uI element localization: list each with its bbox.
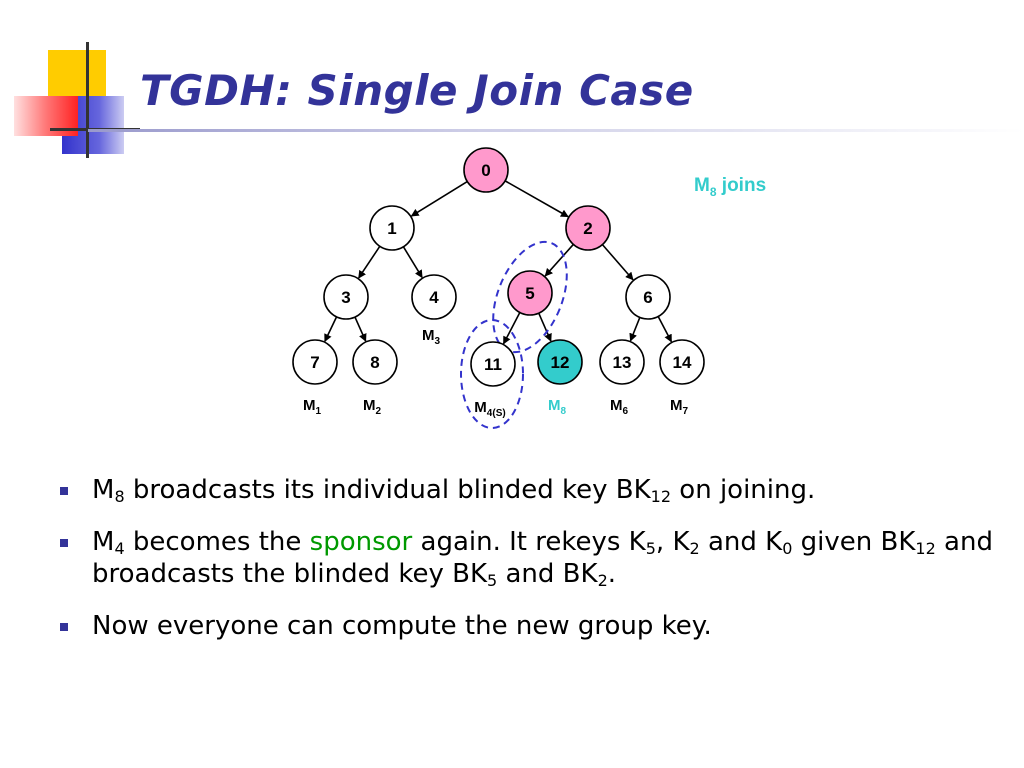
subscript: 2 [597, 571, 608, 590]
node-circle [463, 147, 509, 193]
node-circle [507, 270, 553, 316]
tree-edge-2-6 [601, 244, 634, 281]
subscript: 0 [782, 539, 793, 558]
bullet-marker [60, 623, 68, 631]
node-circle [537, 339, 583, 385]
tree-edge-0-2 [504, 180, 569, 218]
text-run: on joining. [671, 475, 816, 505]
subscript: 12 [915, 539, 936, 558]
text-run: , K [655, 527, 690, 557]
corner-decoration [0, 0, 160, 160]
tree-edge-6-13 [629, 317, 641, 342]
bullet-list: M8 broadcasts its individual blinded key… [60, 474, 1000, 642]
text-run: and broadcasts the blinded key BK [92, 527, 993, 589]
subscript: 5 [487, 571, 498, 590]
tree-node-11: 11 [470, 341, 516, 387]
bullet-item: Now everyone can compute the new group k… [60, 610, 1000, 642]
text-run: . [607, 559, 617, 589]
sponsor-highlight: sponsor [309, 527, 413, 557]
node-circle [625, 274, 671, 320]
node-label: 13 [613, 353, 632, 372]
node-label: 2 [583, 219, 592, 238]
node-circle [565, 205, 611, 251]
member-label-13: M6 [610, 397, 629, 417]
bullet-text: Now everyone can compute the new group k… [92, 611, 712, 641]
text-run: broadcasts its individual blinded key BK [124, 475, 651, 505]
text-run: and K [699, 527, 783, 557]
tree-node-1: 1 [369, 205, 415, 251]
tree-edge-1-4 [402, 246, 423, 279]
title-underline [88, 129, 1024, 132]
member-label-14: M7 [670, 397, 689, 417]
subscript: 5 [645, 539, 656, 558]
member-label-11: M4(S) [474, 399, 505, 419]
text-run: becomes the [124, 527, 310, 557]
tree-edge-5-11 [502, 312, 521, 345]
tree-edge-2-5 [544, 243, 574, 277]
subscript: 8 [114, 487, 125, 506]
member-label-12: M8 [548, 397, 567, 417]
text-run: given BK [792, 527, 916, 557]
node-label: 0 [481, 161, 490, 180]
node-label: 12 [551, 353, 570, 372]
tree-edge-0-1 [410, 180, 468, 217]
text-run: Now everyone can compute the new group k… [92, 611, 712, 641]
text-run: and BK [497, 559, 598, 589]
subscript: 4 [114, 539, 125, 558]
tree-edge-3-7 [324, 316, 338, 343]
member-label-4: M3 [422, 327, 441, 347]
tree-node-6: 6 [625, 274, 671, 320]
node-circle [352, 339, 398, 385]
join-label: M8 joins [694, 175, 766, 199]
node-label: 5 [525, 284, 534, 303]
tree-node-14: 14 [659, 339, 705, 385]
tree-edge-6-14 [657, 316, 673, 343]
tree-edge-5-12 [538, 312, 552, 342]
node-label: 14 [673, 353, 692, 372]
node-label: 4 [429, 288, 439, 307]
tree-node-5: 5 [507, 270, 553, 316]
bullet-text: M4 becomes the sponsor again. It rekeys … [92, 527, 993, 589]
sponsor-member-outline [460, 319, 524, 429]
node-circle [470, 341, 516, 387]
subscript: 12 [650, 487, 672, 506]
tree-node-13: 13 [599, 339, 645, 385]
bullet-item: M8 broadcasts its individual blinded key… [60, 474, 1000, 506]
node-label: 6 [643, 288, 652, 307]
tree-node-3: 3 [323, 274, 369, 320]
text-run: again. It rekeys K [412, 527, 646, 557]
node-circle [659, 339, 705, 385]
yellow-square [48, 50, 106, 100]
node-circle [369, 205, 415, 251]
slide-title: TGDH: Single Join Case [140, 66, 694, 115]
tree-edge-1-3 [358, 245, 381, 279]
bullet-text: M8 broadcasts its individual blinded key… [92, 475, 815, 505]
node-circle [292, 339, 338, 385]
text-run: M [92, 527, 115, 557]
tree-edge-3-8 [354, 316, 367, 342]
node-label: 1 [387, 219, 396, 238]
bullet-marker [60, 539, 68, 547]
node-label: 11 [484, 355, 502, 374]
tree-node-12: 12 [537, 339, 583, 385]
node-label: 3 [341, 288, 350, 307]
tree-node-0: 0 [463, 147, 509, 193]
vertical-rule [86, 42, 89, 158]
text-run: M [92, 475, 115, 505]
node-circle [323, 274, 369, 320]
member-label-7: M1 [303, 397, 322, 417]
subscript: 2 [689, 539, 700, 558]
bullet-item: M4 becomes the sponsor again. It rekeys … [60, 526, 1000, 590]
tree-node-4: 4 [411, 274, 457, 320]
tree-node-2: 2 [565, 205, 611, 251]
member-label-8: M2 [363, 397, 382, 417]
node-label: 7 [310, 353, 319, 372]
node-circle [411, 274, 457, 320]
tree-node-7: 7 [292, 339, 338, 385]
node-circle [599, 339, 645, 385]
tree-node-8: 8 [352, 339, 398, 385]
node-label: 8 [370, 353, 379, 372]
bullet-marker [60, 487, 68, 495]
